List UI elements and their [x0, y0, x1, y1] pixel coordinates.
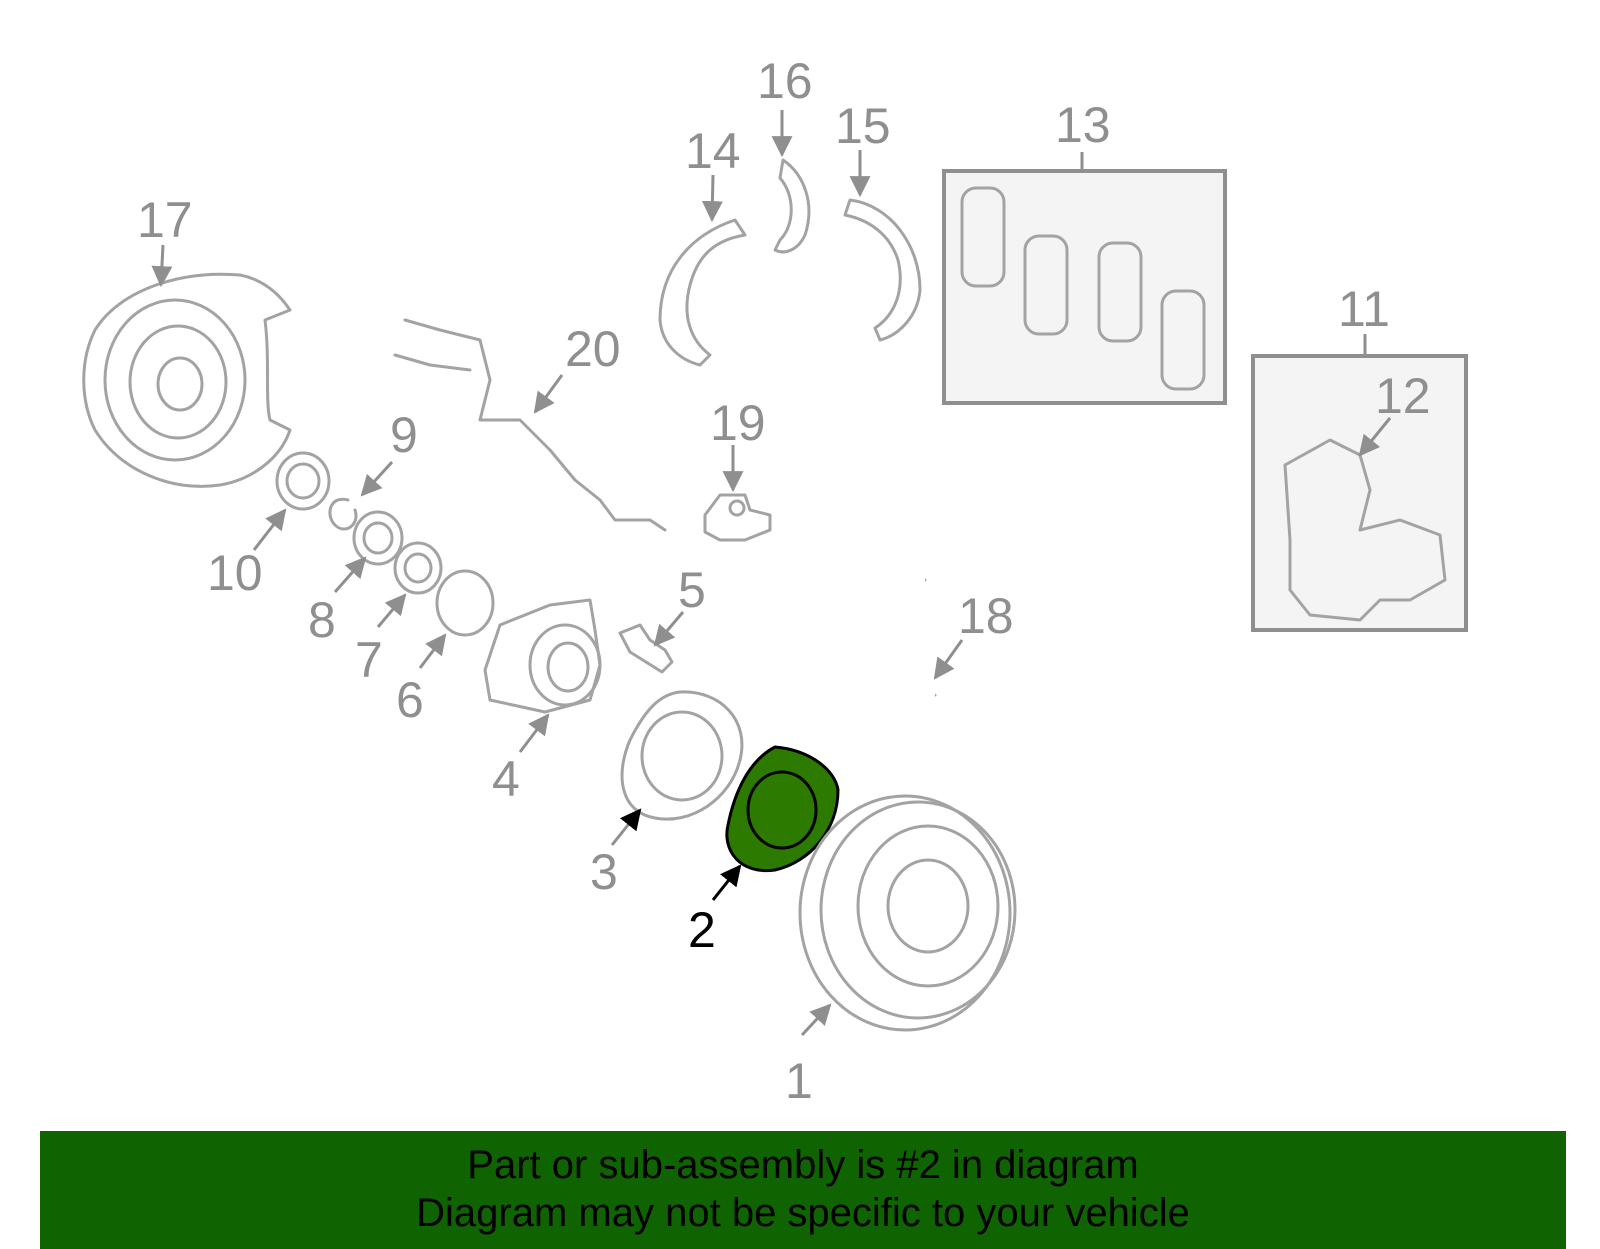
- abs-sensor-wire-part-20[interactable]: [393, 318, 667, 532]
- hub-part-4[interactable]: [483, 598, 602, 714]
- brake-hose-part-18[interactable]: [816, 578, 937, 697]
- label-6: 6: [396, 672, 424, 728]
- snap-ring-part-9[interactable]: [328, 497, 358, 531]
- banner-line-1: Part or sub-assembly is #2 in diagram: [467, 1143, 1139, 1187]
- info-banner: Part or sub-assembly is #2 in diagram Di…: [40, 1131, 1566, 1249]
- label-16: 16: [757, 53, 813, 109]
- caliper-box-part-11[interactable]: [1251, 354, 1468, 632]
- label-20: 20: [565, 321, 621, 377]
- spring-part-16[interactable]: [773, 158, 811, 254]
- label-7: 7: [355, 632, 383, 688]
- label-8: 8: [308, 592, 336, 648]
- leader-arrows: [151, 110, 1392, 1037]
- label-11: 11: [1338, 281, 1390, 337]
- label-19: 19: [710, 395, 766, 451]
- gasket-part-2-highlighted[interactable]: [725, 745, 840, 873]
- label-4: 4: [492, 751, 520, 807]
- label-13: 13: [1055, 97, 1111, 153]
- label-14: 14: [685, 123, 741, 179]
- brake-shoe-part-15[interactable]: [843, 198, 922, 342]
- seal-part-7[interactable]: [393, 541, 443, 595]
- o-ring-part-6[interactable]: [435, 569, 495, 637]
- bearing-part-8[interactable]: [352, 510, 404, 566]
- label-2: 2: [688, 902, 716, 958]
- dust-cover-part-3[interactable]: [620, 690, 744, 821]
- brake-pads-box-part-13[interactable]: [942, 169, 1227, 405]
- label-18: 18: [958, 588, 1014, 644]
- rotor-part-1[interactable]: [798, 794, 1017, 1032]
- banner-line-2: Diagram may not be specific to your vehi…: [416, 1191, 1190, 1235]
- label-1: 1: [785, 1053, 813, 1109]
- label-10: 10: [207, 545, 263, 601]
- seal-part-10[interactable]: [275, 451, 331, 511]
- label-9: 9: [390, 407, 418, 463]
- label-3: 3: [590, 844, 618, 900]
- bracket-part-19[interactable]: [703, 493, 772, 542]
- label-15: 15: [835, 98, 891, 154]
- label-5: 5: [678, 562, 706, 618]
- backing-plate-part-17[interactable]: [82, 272, 292, 488]
- bolt-part-5[interactable]: [618, 623, 674, 674]
- label-17: 17: [137, 192, 193, 248]
- label-12: 12: [1375, 368, 1431, 424]
- brake-shoe-part-14[interactable]: [658, 218, 747, 367]
